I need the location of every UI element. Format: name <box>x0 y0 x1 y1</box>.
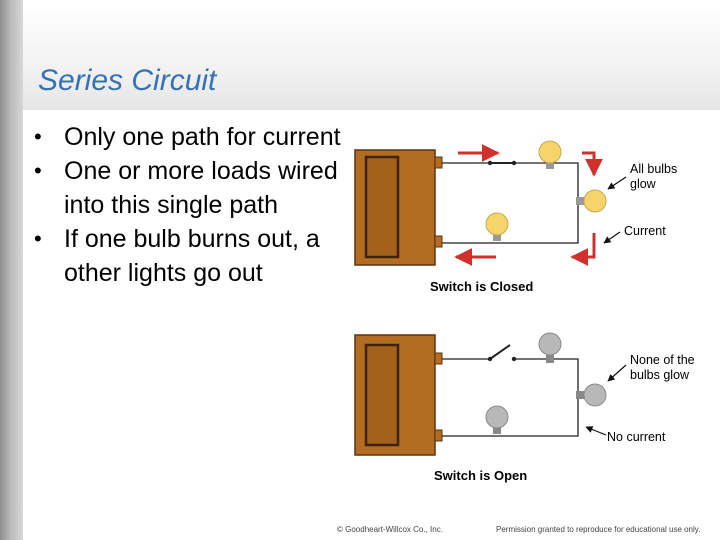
footer-permission: Permission granted to reproduce for educ… <box>496 525 701 534</box>
bulb-off-icon <box>485 405 509 434</box>
bullet-item: •If one bulb burns out, a other lights g… <box>34 225 320 287</box>
switch-open <box>489 344 511 360</box>
bullet-item: •One or more loads wired into this singl… <box>34 157 338 219</box>
current-arrow-icon <box>582 151 603 177</box>
left-accent-bar <box>0 0 23 540</box>
bullet-text: One or more loads wired into this single… <box>64 157 338 219</box>
footer-copyright: © Goodheart-Willcox Co., Inc. <box>337 525 443 534</box>
callout-current: Current <box>624 224 666 238</box>
slide-title: Series Circuit <box>38 64 217 97</box>
bullet-list: •Only one path for current •One or more … <box>34 120 364 290</box>
bullet-text: If one bulb burns out, a other lights go… <box>64 225 320 287</box>
bullet-text: Only one path for current <box>64 123 341 151</box>
bulb-lit-icon <box>538 140 562 169</box>
terminal-top <box>434 156 443 169</box>
bullet-item: •Only one path for current <box>34 123 341 151</box>
callout-none-of-the: None of the <box>630 353 695 367</box>
header-band <box>23 0 720 110</box>
closed-circuit: All bulbs glow Current Switch is Closed <box>354 140 677 294</box>
bulb-lit-icon <box>576 189 607 213</box>
callout-all-bulbs: All bulbs <box>630 162 677 176</box>
label-switch-closed: Switch is Closed <box>430 279 533 294</box>
terminal-top <box>434 352 443 365</box>
bulb-off-icon <box>538 332 562 363</box>
callout-bulbs-glow: bulbs glow <box>630 368 690 382</box>
callout-glow: glow <box>630 177 657 191</box>
label-switch-open: Switch is Open <box>434 468 527 483</box>
terminal-bottom <box>434 235 443 248</box>
terminal-bottom <box>434 429 443 442</box>
callout-no-current: No current <box>607 430 666 444</box>
open-circuit: None of the bulbs glow No current Switch… <box>354 332 695 483</box>
bulb-off-icon <box>576 383 607 407</box>
bulb-lit-icon <box>485 212 509 241</box>
current-arrow-icon <box>570 233 596 266</box>
series-circuit-diagram: All bulbs glow Current Switch is Closed … <box>354 140 695 483</box>
